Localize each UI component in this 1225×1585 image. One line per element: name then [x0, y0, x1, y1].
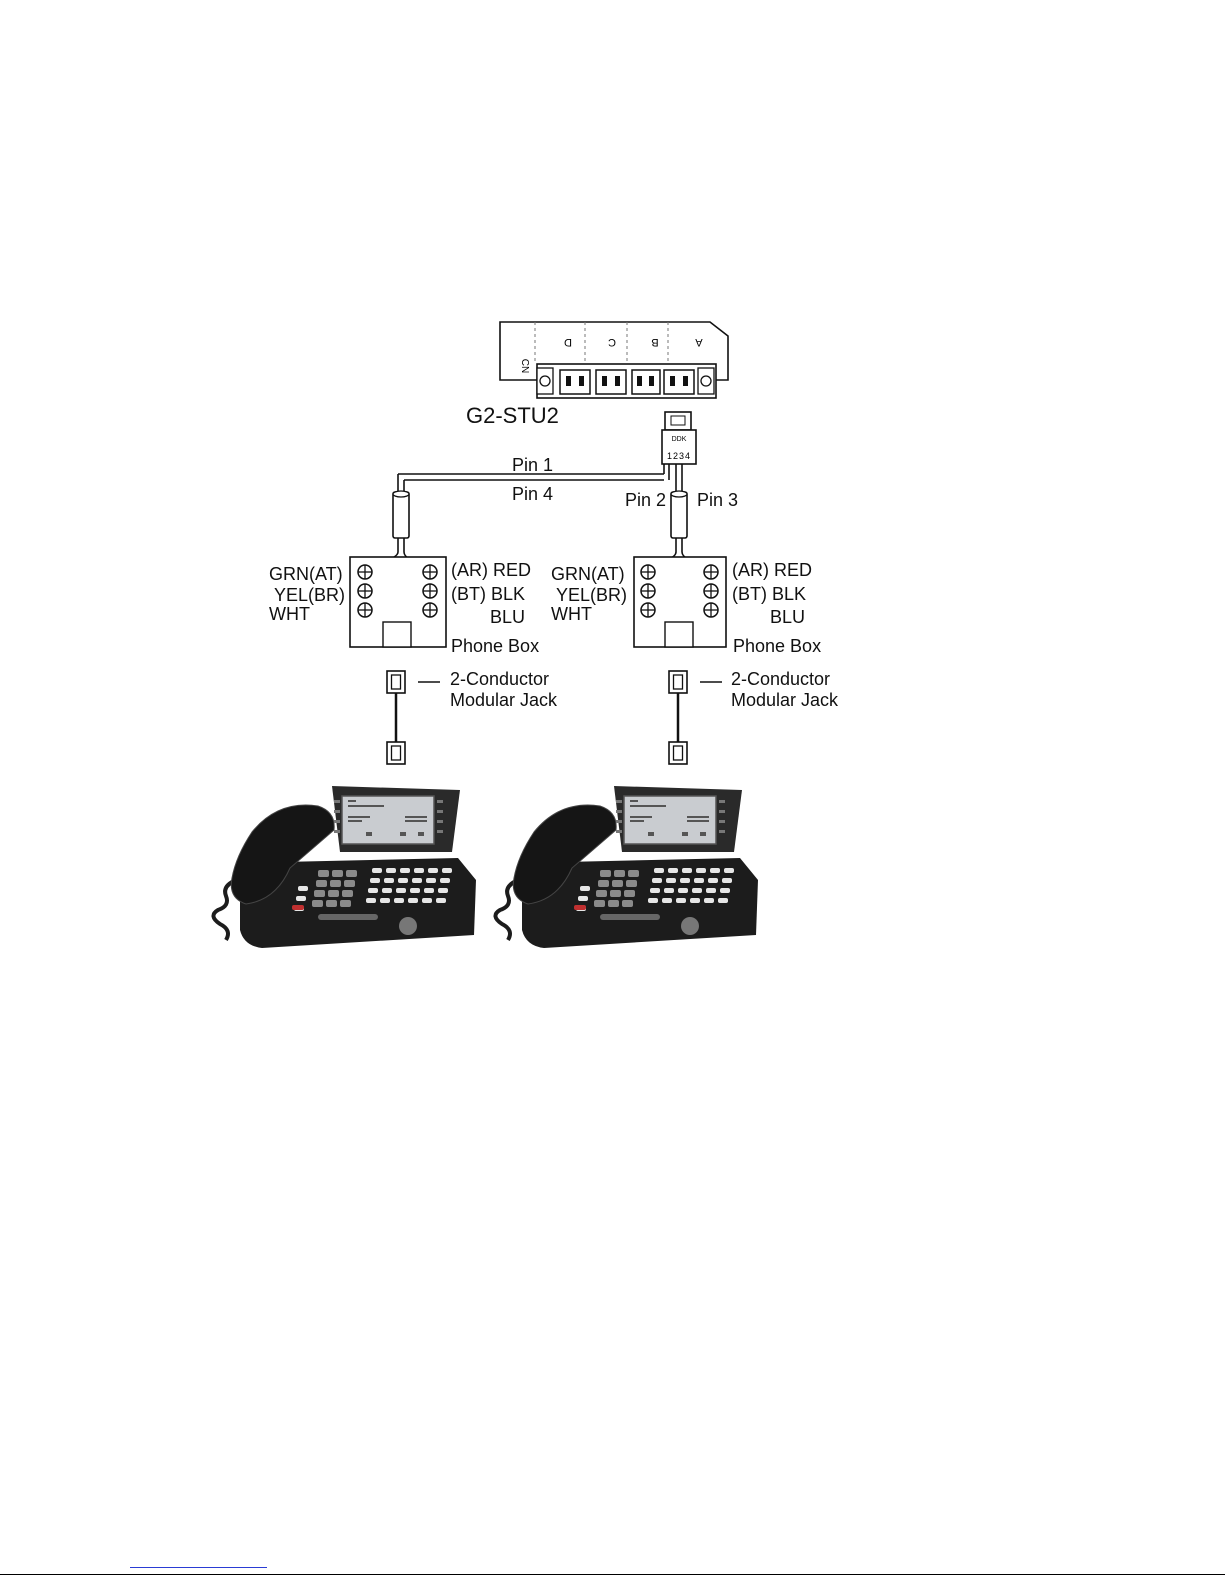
pin2-label: Pin 2: [625, 490, 666, 510]
left-jack-label-line2: Modular Jack: [450, 690, 557, 710]
modular-jack-right: [669, 671, 722, 764]
right-box-blk-label: (BT) BLK: [732, 584, 806, 604]
plug-mark: DDK: [672, 436, 687, 443]
left-box-grn-label: GRN(AT): [269, 564, 343, 584]
phone-box-right: [634, 557, 726, 647]
pin3-label: Pin 3: [697, 490, 738, 510]
telephone-left: [213, 786, 476, 948]
left-box-wht-label: WHT: [269, 604, 310, 624]
port-letter-c: C: [608, 336, 616, 348]
telephone-right: [495, 786, 758, 948]
ddk-plug: DDK 1234: [662, 412, 696, 464]
right-box-grn-label: GRN(AT): [551, 564, 625, 584]
modular-jack-left: [387, 671, 440, 764]
footer-rule: [0, 1574, 1225, 1575]
right-box-caption: Phone Box: [733, 636, 821, 656]
g2-stu2-board: D C B A CN: [500, 322, 728, 398]
board-name: G2-STU2: [466, 404, 559, 428]
connector-mark: CN: [519, 359, 530, 373]
right-box-blu-label: BLU: [770, 607, 805, 627]
left-box-blk-label: (BT) BLK: [451, 584, 525, 604]
pin4-label: Pin 4: [512, 484, 553, 504]
plug-pins: 1234: [667, 451, 691, 461]
right-jack-label-line2: Modular Jack: [731, 690, 838, 710]
left-box-caption: Phone Box: [451, 636, 539, 656]
port-letter-a: A: [695, 336, 703, 348]
right-jack-label-line1: 2-Conductor: [731, 669, 830, 689]
right-box-yel-label: YEL(BR): [556, 585, 627, 605]
port-letter-b: B: [651, 336, 658, 348]
cable-sheath-left: [360, 491, 428, 566]
left-jack-label-line1: 2-Conductor: [450, 669, 549, 689]
right-box-wht-label: WHT: [551, 604, 592, 624]
port-letter-d: D: [564, 336, 572, 348]
phone-box-left: [350, 557, 446, 647]
left-box-blu-label: BLU: [490, 607, 525, 627]
left-box-red-label: (AR) RED: [451, 560, 531, 580]
left-box-yel-label: YEL(BR): [274, 585, 345, 605]
right-box-red-label: (AR) RED: [732, 560, 812, 580]
pin1-label: Pin 1: [512, 455, 553, 475]
footer-link-underline[interactable]: [130, 1567, 267, 1568]
